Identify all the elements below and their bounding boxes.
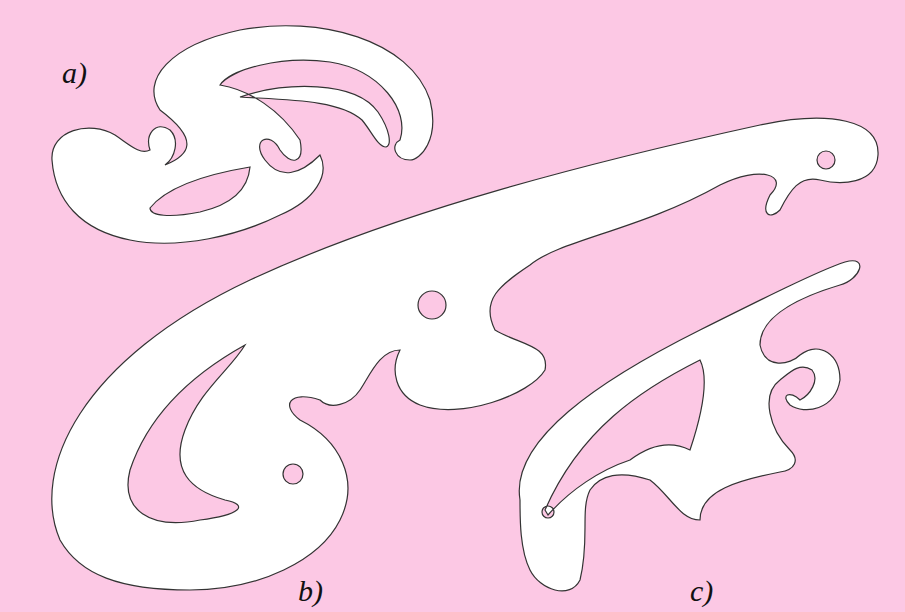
french-curve-a bbox=[52, 26, 433, 243]
part-label: b) bbox=[298, 576, 323, 606]
french-curve-c bbox=[519, 261, 860, 591]
part-label: a) bbox=[62, 58, 87, 88]
french-curve-b bbox=[52, 118, 878, 590]
part-label: c) bbox=[690, 576, 713, 606]
